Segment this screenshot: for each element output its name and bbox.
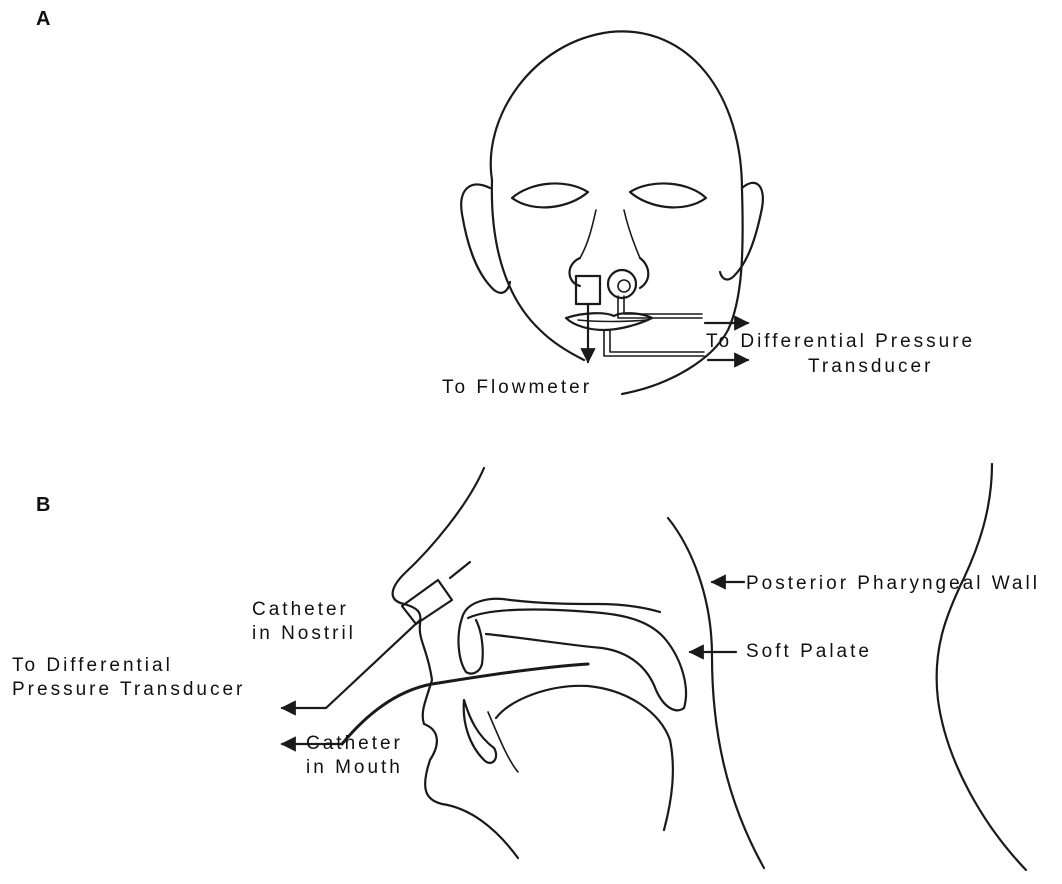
panel-label-a: A <box>36 8 50 31</box>
to-transducer-label-line1: To Differential Pressure <box>706 330 975 354</box>
hard-palate <box>462 599 660 618</box>
to-transducer-b-label-line1: To Differential <box>12 654 173 678</box>
head-sagittal-view <box>282 464 1026 870</box>
soft-palate-label: Soft Palate <box>746 640 872 664</box>
to-flowmeter-label: To Flowmeter <box>442 376 592 400</box>
catheter-mouth-label-line2: in Mouth <box>306 756 403 780</box>
panel-label-b: B <box>36 494 50 517</box>
nose-bridge-right <box>624 210 640 258</box>
head-outline <box>491 31 743 394</box>
tongue <box>496 686 673 830</box>
catheter-nostril-label-line2: in Nostril <box>252 622 356 646</box>
posterior-pharyngeal-wall-label: Posterior Pharyngeal Wall <box>746 572 1040 596</box>
soft-palate <box>468 610 686 711</box>
nose-bridge-left <box>580 210 596 258</box>
upper-teeth <box>459 618 483 674</box>
to-transducer-label-line2: Transducer <box>808 355 933 379</box>
nostril-catheter-cap <box>608 270 636 298</box>
lower-teeth <box>464 700 496 763</box>
flowmeter-nozzle <box>576 276 600 304</box>
nasal-pressure-tube <box>618 296 702 318</box>
neck-back <box>937 464 1026 870</box>
posterior-pharyngeal-wall <box>668 518 764 868</box>
nostril-catheter-body <box>402 580 452 624</box>
oral-pressure-tube <box>604 330 704 356</box>
catheter-mouth-label-line1: Catheter <box>306 732 403 756</box>
catheter-nostril-label-line1: Catheter <box>252 598 349 622</box>
ear-left <box>461 184 510 292</box>
eye-right <box>630 183 706 207</box>
to-transducer-b-label-line2: Pressure Transducer <box>12 678 245 702</box>
eye-left <box>512 183 588 207</box>
face-profile <box>393 468 518 858</box>
